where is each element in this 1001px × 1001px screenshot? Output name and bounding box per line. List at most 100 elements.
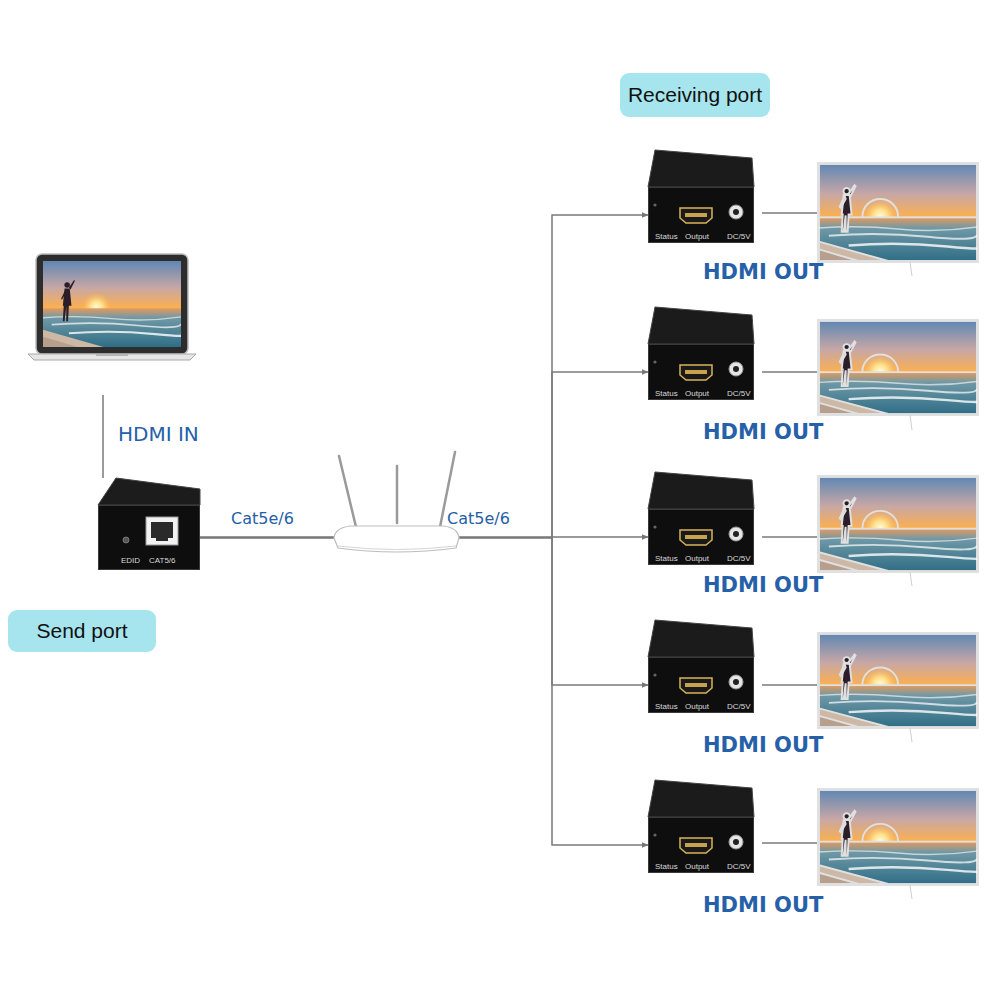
panel-print: DC/5V [727,389,751,398]
panel-print: Status [655,554,678,563]
receiver-ports-part-part [680,365,712,380]
screen-stands-part [910,728,912,742]
receiver-ports-part-part [685,370,707,374]
display-screens-part [818,476,978,572]
receiver-ports-part-part [733,366,739,372]
panel-print: DC/5V [727,862,751,871]
badge-text: Send port [36,619,127,643]
network-cable [200,536,648,538]
panel-print: EDID [121,556,140,565]
sender-unit: EDID CAT5/6 [98,505,200,570]
receiver-top-faces-part [648,780,754,817]
receiver-ports-part [653,833,743,853]
sender-ports-part [146,517,178,545]
receiver-ports-part-part [653,203,656,206]
receiver-unit: StatusOutputDC/5V [648,187,754,243]
receiver-top-faces [648,150,754,817]
receiver-ports-part-part [729,835,743,849]
receiver-ports-part-part [680,208,712,223]
screen-stands-part [910,415,912,430]
router-illustration-part [440,452,455,527]
sender-ports-part [156,536,168,541]
display-screens-part [819,790,983,884]
receiver-unit: StatusOutputDC/5V [648,509,754,565]
receiver-ports-part-part [685,843,707,847]
receiver-unit: Status Output DC/5V [648,344,754,400]
screen-stands-part [910,262,912,276]
hdmi-output-cables-part [762,212,818,214]
receiver-ports-part-part [653,673,656,676]
display-screens-part [818,163,978,262]
panel-print: DC/5V [727,554,751,563]
panel-print: Output [685,389,709,398]
receiver-unit: Status Output DC/5V [648,817,754,873]
panel-print: DC/5V [727,232,751,241]
panel-print: DC/5V [727,702,751,711]
sender-ports-part [123,537,129,543]
router-illustration-part [339,456,356,527]
display-screens-part [818,320,978,415]
receiver-ports [653,203,743,853]
port-label: HDMI IN [118,422,199,446]
receiver-ports-part [653,525,743,545]
port-label: HDMI OUT [703,260,823,284]
receiver-ports-part [653,203,743,223]
receiver-ports-part [653,673,743,693]
receiver-ports-part-part [685,213,707,217]
display-screens-part [819,634,983,727]
network-cable [200,538,648,846]
router-illustration [334,452,459,552]
panel-print: Status [655,389,678,398]
badge-text: Receiving port [628,83,762,107]
panel-print: Status [655,702,678,711]
laptop-illustration-part [43,261,186,347]
port-label: HDMI OUT [703,893,823,917]
receiver-ports-part-part [733,679,739,685]
panel-print: Output [685,702,709,711]
laptop-illustration-part [96,354,128,356]
display-screens-part [819,164,983,261]
receiver-ports-part-part [680,678,712,693]
port-label: HDMI OUT [703,420,823,444]
laptop-illustration-part [28,354,196,360]
panel-print: Output [685,862,709,871]
sender-ports [123,517,178,545]
receiver-top-faces-part [648,150,754,187]
display-screens-part [819,321,983,414]
receiver-top-faces-part [648,620,754,657]
network-cable [200,215,648,538]
laptop-illustration [28,254,196,360]
receiver-ports-part [653,360,743,380]
router-illustration-part [334,526,459,552]
receiver-ports-part-part [653,360,656,363]
display-screens [818,163,983,885]
hdmi-output-cables-part [762,536,818,538]
display-screens-part [818,789,978,885]
screen-stands-part [910,572,912,586]
receiver-ports-part-part [729,362,743,376]
receiving-port-badge: Receiving port [620,73,770,117]
port-label: HDMI OUT [703,733,823,757]
cable-label: Cat5e/6 [447,509,510,528]
panel-print: CAT5/6 [149,556,176,565]
receiver-ports-part-part [653,525,656,528]
receiver-ports-part-part [729,527,743,541]
receiver-ports-part-part [733,209,739,215]
receiver-ports-part-part [685,535,707,539]
hdmi-output-cables-part [762,842,818,844]
laptop-illustration-part [36,254,188,354]
receiver-unit: Status Output DC/5V [648,657,754,713]
hdmi-output-cables-part [762,684,818,686]
screen-stands [910,262,912,899]
receiver-ports-part-part [729,205,743,219]
panel-print: Status [655,862,678,871]
receiver-ports-part-part [653,833,656,836]
sender-ports-part [151,522,173,538]
panel-print: Status [655,232,678,241]
receiver-top-faces-part [648,472,754,509]
hdmi-cable [102,395,104,478]
